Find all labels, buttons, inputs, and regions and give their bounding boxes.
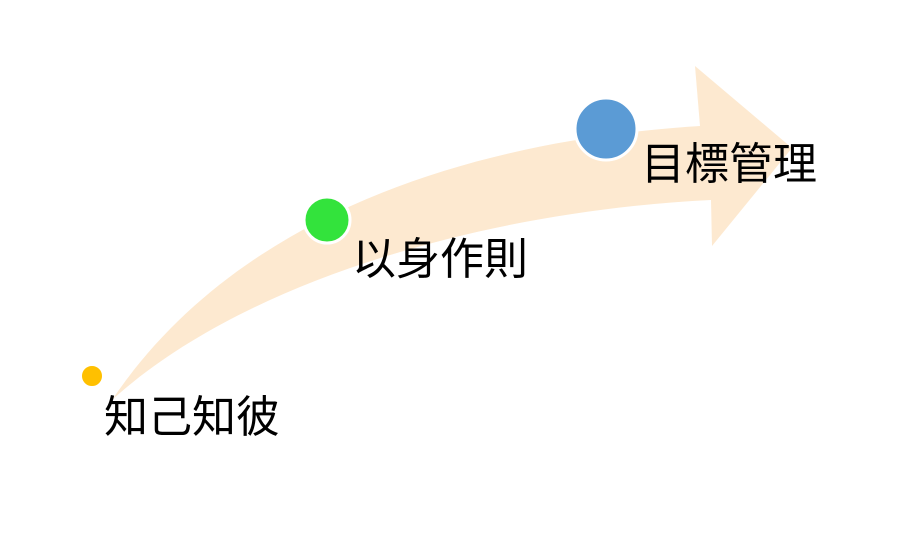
step-dot-3 <box>573 96 639 162</box>
step-label-1: 知己知彼 <box>104 392 280 443</box>
step-label-3: 目標管理 <box>641 139 817 190</box>
step-dot-2 <box>302 195 352 245</box>
step-dot-1 <box>80 364 104 388</box>
step-label-2: 以身作則 <box>352 234 528 285</box>
curved-arrow <box>112 66 792 400</box>
